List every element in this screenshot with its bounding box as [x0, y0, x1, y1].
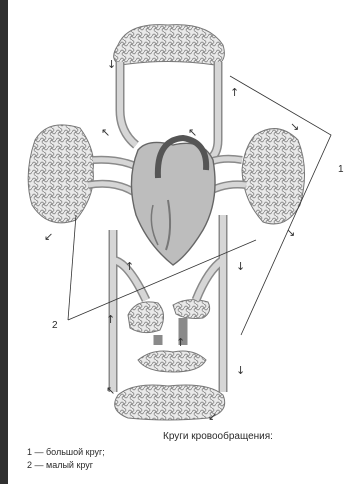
upper-body-capillary-bed: [114, 25, 225, 65]
arrow-down: ↓: [236, 364, 245, 377]
label-circle-2: 2: [52, 320, 58, 331]
caption-title: Круги кровообращения:: [163, 431, 273, 442]
left-lung-capillary-bed: [28, 125, 93, 223]
heart: [131, 142, 215, 265]
label-circle-1: 1: [338, 164, 344, 175]
circulation-diagram: 1 2 ↓ ↑ ↖ ↖ ↘ ↙ ↘ ↑ ↓ ↑ ↑ ↖ ↓ ↙: [8, 0, 347, 430]
arrow-down-left: ↙: [208, 410, 217, 423]
caption-item-circle-2: 2 — малый круг: [27, 460, 93, 470]
arrow-up: ↑: [230, 86, 239, 99]
liver-capillary-bed: [138, 351, 206, 372]
arrow-up-left: ↖: [106, 384, 115, 397]
arrow-down: ↓: [236, 260, 245, 273]
arrow-up-left: ↖: [188, 126, 197, 139]
arrow-down: ↓: [107, 58, 116, 71]
right-lung-capillary-bed: [242, 129, 305, 224]
arrow-down-left: ↙: [44, 230, 53, 243]
kidney-capillary-bed: [173, 300, 210, 319]
arrow-up: ↑: [176, 336, 185, 349]
intestine-capillary-bed: [128, 302, 164, 333]
caption-item-circle-1: 1 — большой круг;: [27, 447, 105, 457]
arrow-down-right: ↘: [290, 120, 299, 133]
arrow-up-left: ↖: [101, 126, 110, 139]
arrow-down-right: ↘: [286, 226, 295, 239]
textbook-page: 1 2 ↓ ↑ ↖ ↖ ↘ ↙ ↘ ↑ ↓ ↑ ↑ ↖ ↓ ↙ Круги кр…: [8, 0, 347, 484]
arrow-up: ↑: [125, 260, 134, 273]
arrow-up: ↑: [106, 313, 115, 326]
